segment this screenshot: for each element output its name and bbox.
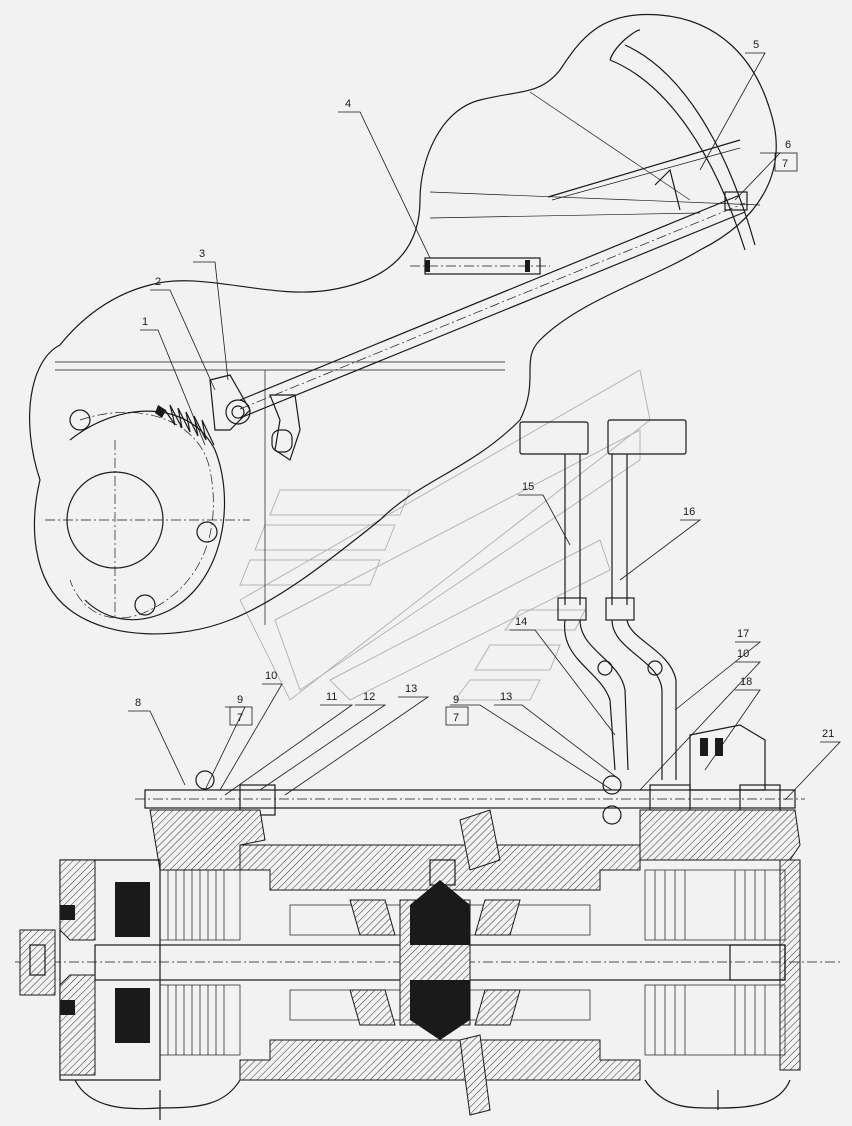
- callout-10-left: 10: [265, 670, 277, 682]
- callout-2: 2: [155, 276, 161, 288]
- callout-5: 5: [753, 39, 759, 51]
- lower-covers: [74, 1079, 791, 1120]
- callout-10-right: 10: [737, 648, 749, 660]
- callout-13-left: 13: [405, 683, 417, 695]
- callout-12: 12: [363, 691, 375, 703]
- callout-9-left: 9: [237, 694, 243, 706]
- brake-disc-pack-left: [159, 869, 241, 1056]
- brake-lever: [209, 374, 301, 461]
- callout-labels: 1 2 3 4 5 6 7 8 9 7 10 11 12 13 9 7 13 1…: [135, 39, 834, 740]
- transmission-section: [59, 809, 801, 1081]
- callout-1: 1: [142, 316, 148, 328]
- brake-spring: [155, 404, 215, 446]
- callout-21: 21: [822, 728, 834, 740]
- upper-housing-outline: [29, 13, 777, 635]
- callout-16: 16: [683, 506, 695, 518]
- brake-rod: [239, 191, 748, 419]
- main-axle: [15, 882, 840, 1043]
- brake-pedals: [519, 419, 687, 780]
- callout-boxes: [229, 152, 798, 726]
- callout-17: 17: [737, 628, 749, 640]
- callout-7-right: 7: [453, 712, 459, 724]
- callout-14: 14: [515, 616, 527, 628]
- pin: [410, 257, 550, 275]
- callout-6: 6: [785, 139, 791, 151]
- leader-lines: [128, 52, 841, 801]
- callout-9-right: 9: [453, 694, 459, 706]
- hand-brake-lever: [547, 29, 756, 251]
- cross-shaft: [135, 724, 805, 825]
- callout-15: 15: [522, 481, 534, 493]
- brake-disc-pack-right: [644, 869, 786, 1056]
- left-end-cap: [19, 905, 75, 1015]
- callout-7-left: 7: [237, 712, 243, 724]
- differential: [289, 809, 591, 1116]
- callout-8: 8: [135, 697, 141, 709]
- callout-18: 18: [740, 676, 752, 688]
- callout-11: 11: [326, 691, 337, 703]
- watermark-logo: [239, 369, 651, 701]
- callout-4: 4: [345, 98, 351, 110]
- callout-13-right: 13: [500, 691, 512, 703]
- callout-3: 3: [199, 248, 205, 260]
- callout-7-top: 7: [782, 158, 788, 170]
- upper-wheel-hub: [45, 399, 251, 621]
